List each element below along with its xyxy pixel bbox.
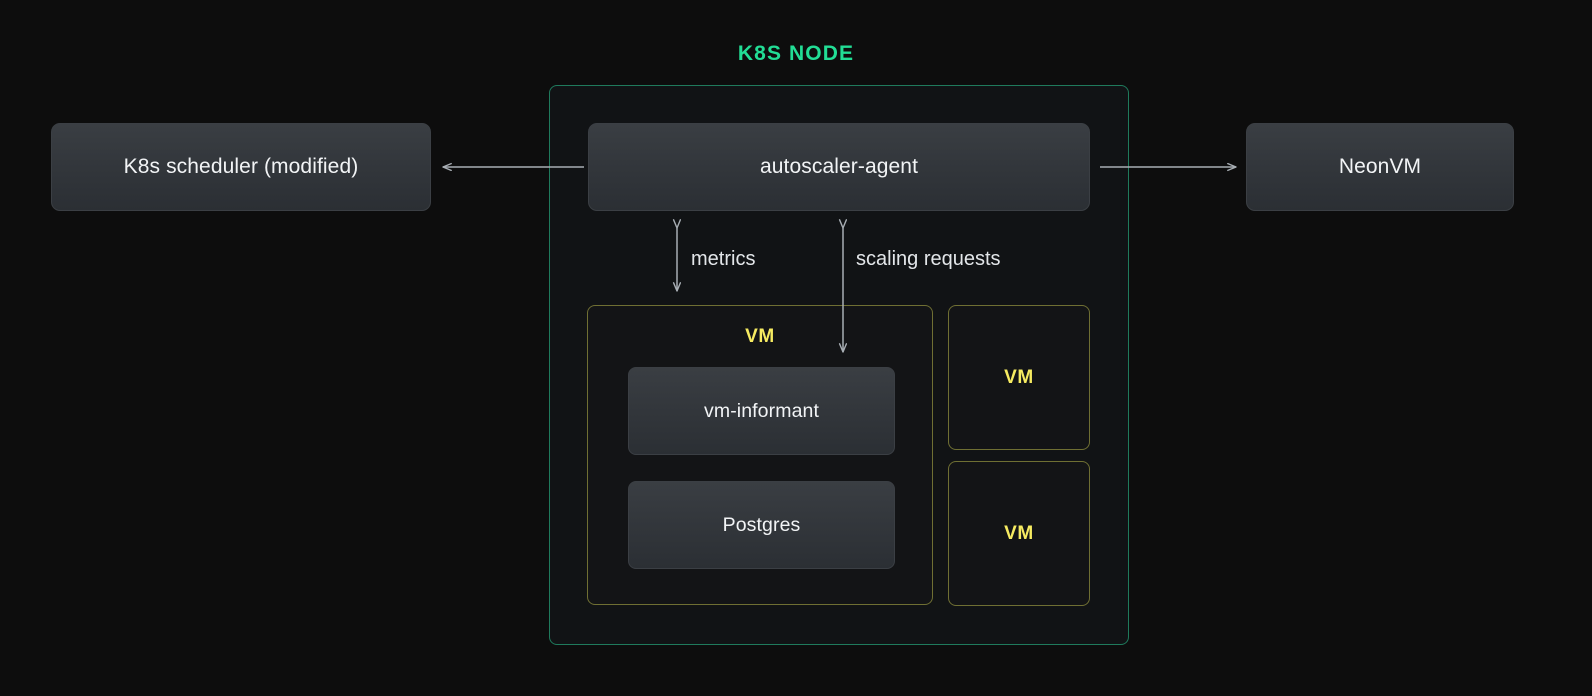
vm-box-primary[interactable]: VM vm-informant Postgres [587, 305, 933, 605]
vm-box-primary-label: VM [745, 326, 775, 347]
vm-informant-node[interactable]: vm-informant [628, 367, 895, 455]
vm-box-secondary-1[interactable]: VM [948, 305, 1090, 450]
k8s-node-title: K8S NODE [737, 42, 855, 65]
neonvm-node[interactable]: NeonVM [1246, 123, 1514, 211]
k8s-scheduler-label: K8s scheduler (modified) [123, 155, 359, 178]
postgres-label: Postgres [722, 513, 801, 536]
postgres-node[interactable]: Postgres [628, 481, 895, 569]
k8s-scheduler-node[interactable]: K8s scheduler (modified) [51, 123, 431, 211]
vm-box-secondary-1-label: VM [1004, 366, 1034, 388]
metrics-flow-label: metrics [691, 248, 756, 270]
autoscaler-agent-node[interactable]: autoscaler-agent [588, 123, 1090, 211]
vm-box-secondary-2[interactable]: VM [948, 461, 1090, 606]
neonvm-label: NeonVM [1338, 155, 1422, 178]
scaling-requests-flow-label: scaling requests [856, 248, 1001, 270]
vm-box-secondary-2-label: VM [1004, 522, 1034, 544]
autoscaler-agent-label: autoscaler-agent [759, 155, 919, 178]
vm-informant-label: vm-informant [704, 399, 819, 422]
